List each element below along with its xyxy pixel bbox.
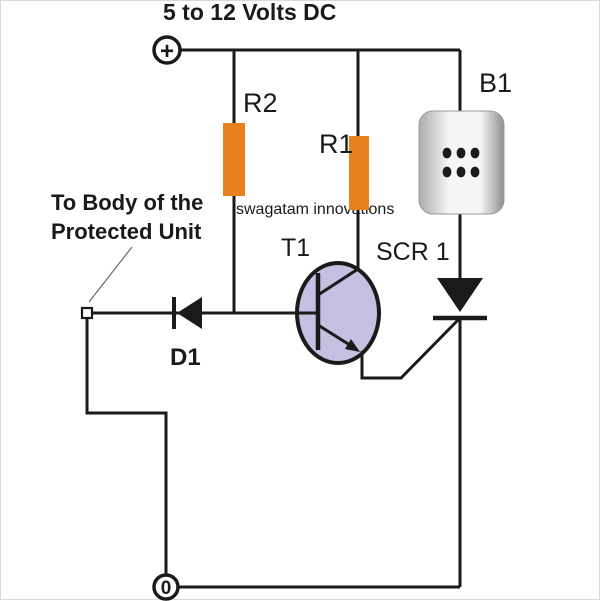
resistor-r2-body <box>223 123 245 196</box>
annotation-line2: Protected Unit <box>51 219 202 244</box>
watermark-text: swagatam innovations <box>236 201 394 218</box>
diagram-title: 5 to 12 Volts DC <box>163 1 336 25</box>
wire-left-return <box>85 319 168 575</box>
buzzer-hole <box>470 166 480 178</box>
buzzer-hole <box>442 147 452 159</box>
wire-emitter-lead <box>317 323 354 349</box>
wire-collector-lead <box>317 267 359 297</box>
negative-terminal-symbol: 0 <box>161 578 172 599</box>
buzzer-hole <box>470 147 480 159</box>
resistor-r1-body <box>349 136 369 210</box>
label-r2: R2 <box>243 88 278 118</box>
label-r1: R1 <box>319 129 354 159</box>
negative-terminal-circle <box>152 573 180 601</box>
label-d1: D1 <box>170 344 201 371</box>
scr1-anode-triangle <box>437 278 483 312</box>
buzzer-hole <box>442 166 452 178</box>
buzzer-sound-holes <box>442 147 480 178</box>
label-t1: T1 <box>281 234 310 262</box>
buzzer-hole <box>456 147 466 159</box>
wire-emitter-to-gate <box>360 317 461 380</box>
annotation-line1: To Body of the <box>51 190 203 215</box>
buzzer-hole <box>456 166 466 178</box>
positive-terminal-circle <box>152 35 182 65</box>
label-scr1: SCR 1 <box>376 238 450 266</box>
emitter-arrowhead <box>345 339 360 352</box>
annotation-leader-line <box>88 246 133 303</box>
label-b1: B1 <box>479 68 512 98</box>
buzzer-b1-body <box>418 110 505 215</box>
diode-d1-triangle <box>177 297 202 329</box>
positive-terminal-symbol: + <box>160 38 174 65</box>
body-connection-terminal <box>80 306 94 320</box>
